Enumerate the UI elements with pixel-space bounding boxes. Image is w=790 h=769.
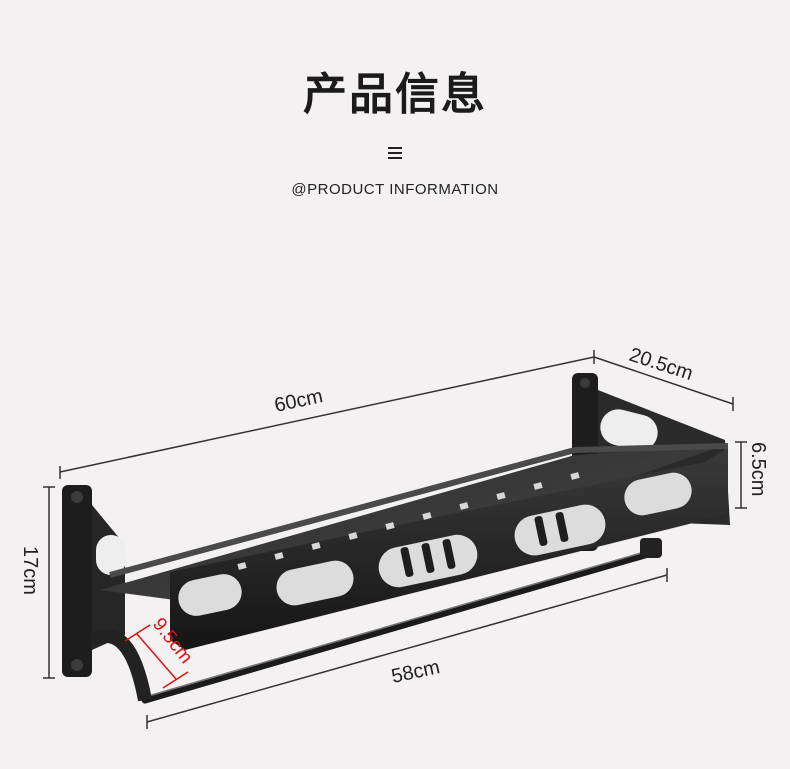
- towel-rail: [88, 538, 662, 704]
- dimension-lines: [43, 350, 747, 729]
- side-height-label: 6.5cm: [747, 442, 769, 496]
- total-height-label: 17cm: [19, 546, 41, 595]
- page-title: 产品信息: [303, 69, 487, 120]
- rail-length-label: 58cm: [389, 656, 441, 688]
- shelf-front-panel: [109, 443, 729, 650]
- left-mount-plate: [62, 485, 126, 677]
- depth-label: 20.5cm: [626, 344, 695, 385]
- length-label: 60cm: [272, 385, 324, 417]
- menu-icon: [388, 147, 402, 159]
- page-subtitle: @PRODUCT INFORMATION: [291, 181, 499, 198]
- rail-gap-dimension: [124, 624, 189, 689]
